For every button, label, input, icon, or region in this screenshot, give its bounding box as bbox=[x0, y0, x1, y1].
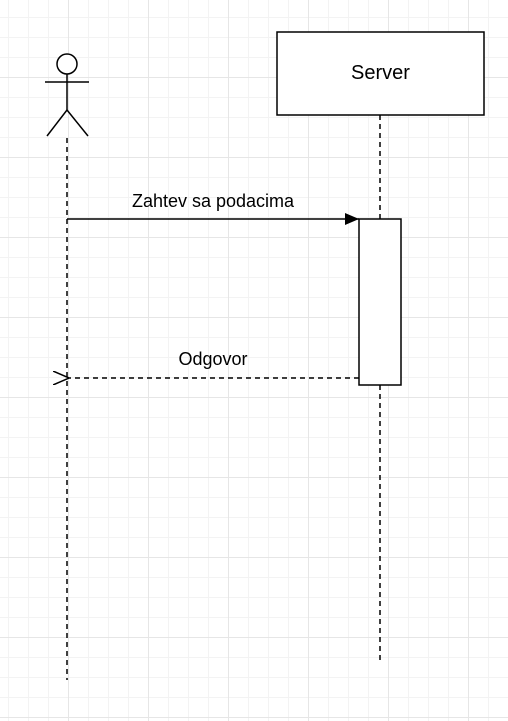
response-message-label: Odgovor bbox=[178, 349, 248, 369]
server-activation-bar[interactable] bbox=[358, 218, 402, 386]
server-label: Server bbox=[351, 62, 410, 84]
actor-icon[interactable] bbox=[45, 53, 89, 137]
server-participant-box[interactable] bbox=[276, 31, 485, 116]
request-message-label: Zahtev sa podacima bbox=[131, 191, 295, 211]
